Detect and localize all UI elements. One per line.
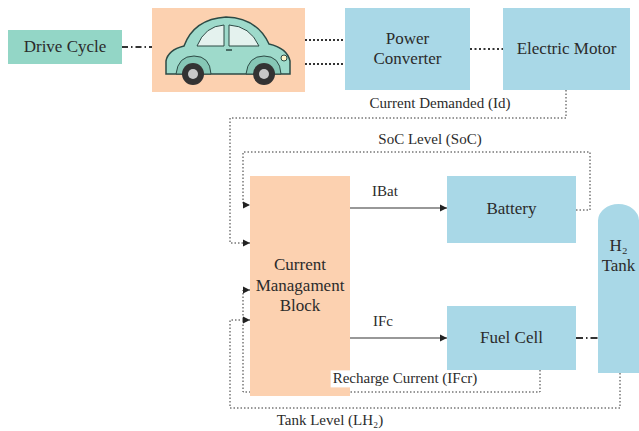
- arrow-head: [243, 287, 250, 294]
- arrow-head: [440, 205, 447, 212]
- connector-line: [350, 207, 447, 208]
- dash-dot-line: [122, 46, 152, 48]
- signal-label: Tank Level (LH₂): [275, 412, 386, 429]
- car-drawing: [166, 17, 290, 85]
- vehicle-panel: [152, 8, 305, 92]
- arrow-head: [440, 335, 447, 342]
- dotted-line: [305, 63, 345, 65]
- arrow-head: [243, 317, 250, 324]
- tank-cylinder: H₂ Tank: [598, 200, 639, 373]
- connector: [470, 49, 503, 50]
- connector: [350, 205, 447, 212]
- signal-label: SoC Level (SoC): [376, 131, 483, 148]
- node-label: Current Managament Block: [256, 255, 345, 316]
- connector: [350, 335, 447, 342]
- dotted-line: [305, 39, 345, 41]
- tank-outline: [598, 200, 639, 373]
- signal-label: IFc: [371, 313, 395, 330]
- connector: [576, 338, 598, 339]
- node-label: Power Converter: [351, 29, 464, 70]
- process-box: Power Converter: [345, 8, 470, 90]
- arrow-head: [243, 240, 250, 247]
- process-box: Battery: [447, 176, 576, 243]
- process-box: Drive Cycle: [8, 30, 122, 64]
- connector-line: [350, 337, 447, 338]
- signal-label: Recharge Current (IFcr): [331, 370, 480, 387]
- process-box: Fuel Cell: [447, 306, 576, 370]
- node-label: Drive Cycle: [24, 37, 107, 57]
- node-label: H₂ Tank: [600, 236, 637, 277]
- node-label: Battery: [486, 199, 536, 219]
- node-label: Electric Motor: [517, 39, 617, 59]
- arrow-head: [243, 202, 250, 209]
- signal-label: Current Demanded (Id): [368, 95, 513, 112]
- signal-label: IBat: [370, 183, 400, 200]
- node-label: Fuel Cell: [480, 328, 543, 348]
- control-block: Current Managament Block: [250, 176, 350, 396]
- connector-line: [470, 48, 503, 50]
- process-box: Electric Motor: [503, 8, 630, 90]
- connector-line: [576, 337, 598, 339]
